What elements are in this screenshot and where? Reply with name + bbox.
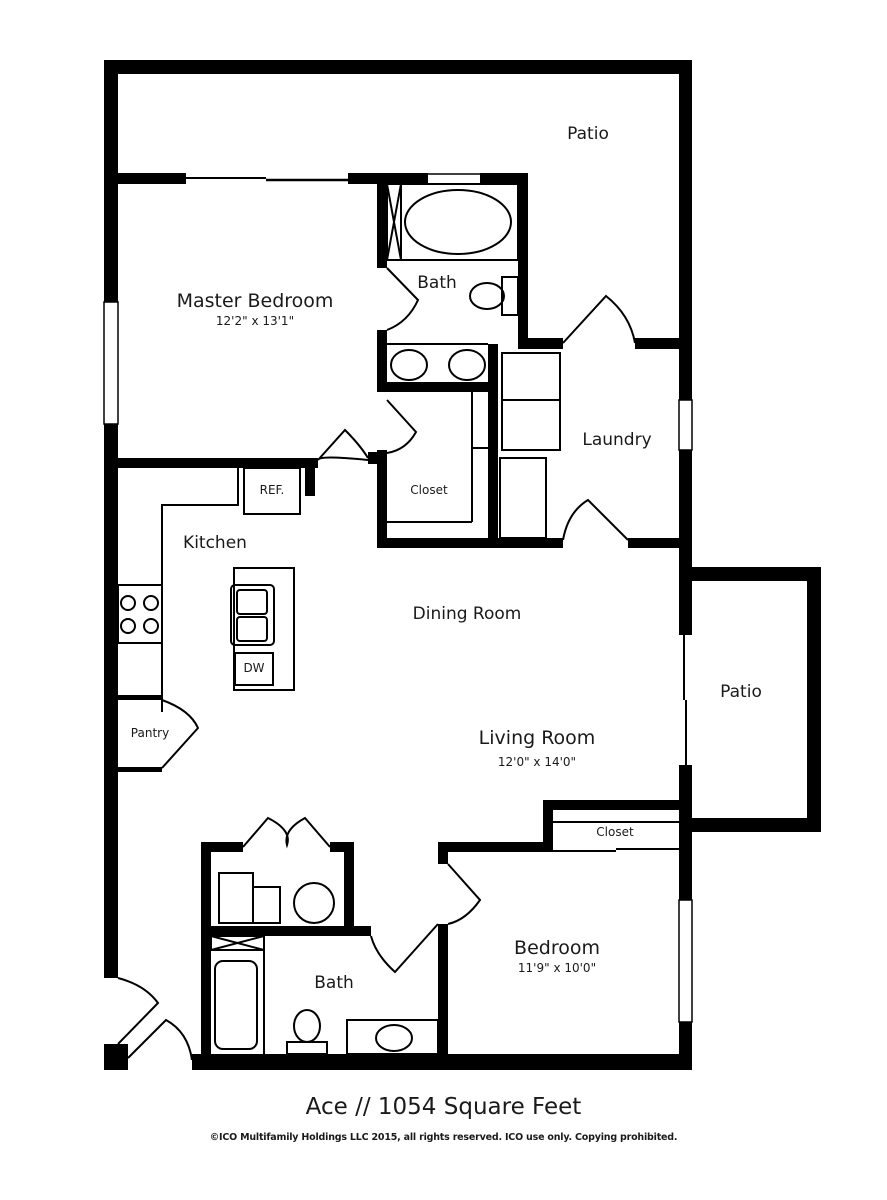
kitchen-label: Kitchen bbox=[183, 533, 247, 553]
refrigerator-label: REF. bbox=[259, 483, 285, 497]
bedroom-closet-label: Closet bbox=[596, 825, 634, 839]
laundry-fixtures bbox=[499, 294, 636, 541]
hall-bath-walls bbox=[117, 816, 439, 1064]
kitchen-fixtures bbox=[117, 467, 301, 772]
bedroom-label: Bedroom 11'9" x 10'0" bbox=[514, 937, 600, 975]
pantry-label: Pantry bbox=[130, 726, 170, 740]
master-closet-label: Closet bbox=[410, 483, 448, 497]
windows bbox=[103, 173, 693, 1023]
living-room-name: Living Room bbox=[478, 727, 596, 749]
living-room-dimensions: 12'0" x 14'0" bbox=[497, 755, 577, 769]
laundry-label: Laundry bbox=[582, 430, 652, 450]
master-bedroom-label: Master Bedroom 12'2" x 13'1" bbox=[177, 290, 334, 328]
patio-top-label: Patio bbox=[567, 124, 609, 144]
copyright-notice: ©ICO Multifamily Holdings LLC 2015, all … bbox=[209, 1132, 678, 1143]
plan-title: Ace // 1054 Square Feet bbox=[305, 1094, 582, 1120]
side-patio-walls bbox=[679, 567, 821, 832]
bedroom-dimensions: 11'9" x 10'0" bbox=[517, 961, 597, 975]
hall-bath-label: Bath bbox=[314, 973, 354, 993]
master-bedroom-dimensions: 12'2" x 13'1" bbox=[215, 314, 295, 328]
master-closet-fixtures bbox=[317, 392, 488, 523]
dining-room-label: Dining Room bbox=[412, 604, 522, 624]
outer-walls bbox=[104, 60, 692, 1070]
living-room-label: Living Room 12'0" x 14'0" bbox=[479, 727, 596, 769]
dishwasher-label: DW bbox=[243, 661, 265, 675]
bedroom-name: Bedroom bbox=[514, 937, 600, 959]
master-bath-label: Bath bbox=[417, 273, 457, 293]
patio-side-label: Patio bbox=[720, 682, 762, 702]
bedroom-walls bbox=[438, 800, 683, 1064]
master-bedroom-walls bbox=[104, 173, 688, 548]
master-bath-fixtures bbox=[386, 183, 519, 381]
master-bedroom-name: Master Bedroom bbox=[176, 290, 334, 312]
